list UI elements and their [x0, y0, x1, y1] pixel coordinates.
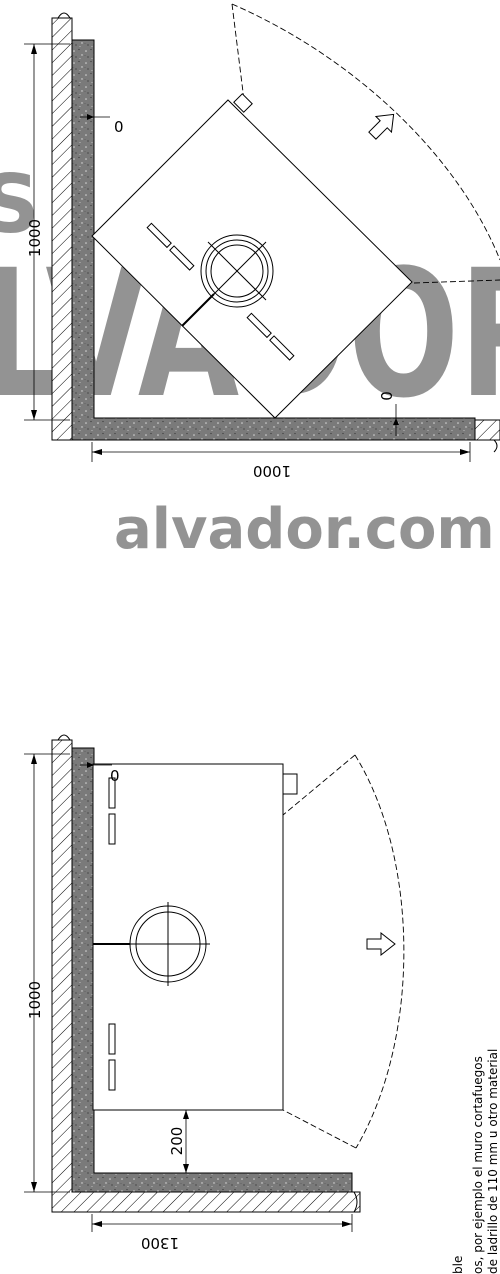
top-stove — [91, 93, 413, 419]
top-clearance-wall: 0 — [114, 118, 124, 136]
bottom-wall-insulation — [71, 747, 353, 1193]
top-door-swing — [231, 3, 500, 261]
bottom-diagram: 1000 1300 0 200 — [24, 734, 405, 1252]
top-clearance-floor: 0 — [378, 391, 396, 401]
bottom-dim-vertical: 1000 — [26, 981, 44, 1019]
watermark-url: alvador.com — [114, 497, 495, 562]
installation-note: ble os, por ejemplo el muro cortafuegos … — [451, 1049, 500, 1274]
arrow-outline-icon — [368, 113, 395, 140]
note-line-3: de ladrillo de 110 mm u otro material — [486, 1049, 500, 1274]
note-line-2: os, por ejemplo el muro cortafuegos — [471, 1056, 485, 1274]
top-dim-vertical: 1000 — [26, 219, 44, 257]
bottom-clearance-front: 200 — [168, 1127, 186, 1156]
bottom-door-swing — [354, 754, 405, 1149]
bottom-clearance-wall: 0 — [110, 767, 120, 785]
bottom-stove — [92, 763, 298, 1111]
top-wall-insulation — [71, 39, 476, 441]
top-diagram: 1000 1000 0 0 — [24, 3, 500, 480]
watermark-fragment: S — [0, 158, 40, 251]
top-wall-hatch — [51, 17, 500, 441]
top-dim-horizontal: 1000 — [253, 462, 291, 480]
note-line-1: ble — [451, 1256, 465, 1274]
arrow-outline-icon — [366, 931, 396, 957]
bottom-dim-horizontal: 1300 — [141, 1234, 179, 1252]
bottom-wall-hatch — [51, 739, 361, 1213]
